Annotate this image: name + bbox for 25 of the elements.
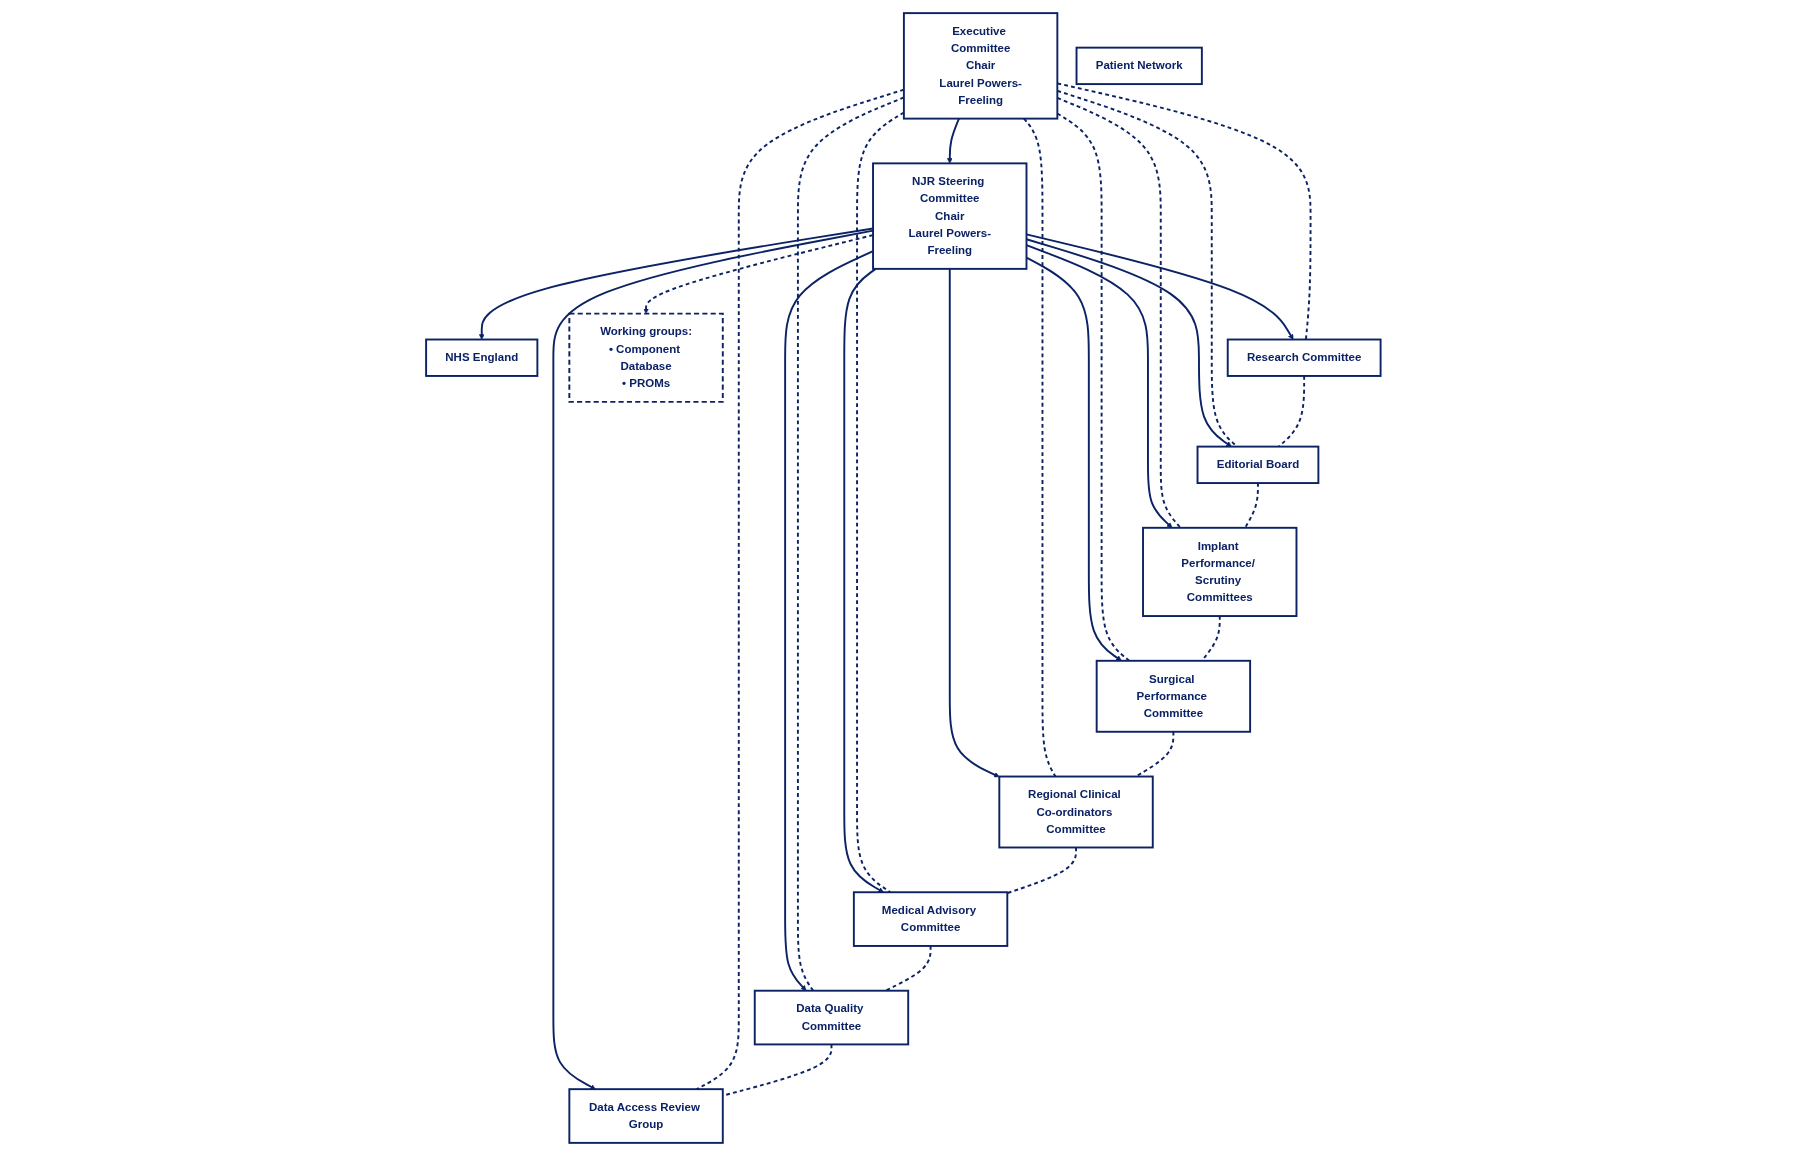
node-box: Implant Performance/ Scrutiny Committees — [1141, 526, 1298, 617]
node-box: Research Committee — [1226, 338, 1382, 377]
node-box: NJR Steering Committee Chair Laurel Powers-Freeling — [871, 162, 1028, 270]
node-box: NHS England — [424, 338, 538, 377]
connector — [884, 945, 932, 992]
node-box: Surgical Performance Committee — [1095, 659, 1251, 733]
node-box: Regional Clinical Co-ordinators Committee — [998, 775, 1154, 849]
arrow — [948, 267, 1000, 778]
connector — [1056, 89, 1238, 448]
node-box: Patient Network — [1075, 46, 1203, 86]
node-box: Working groups: • Component Database • PROMs — [568, 312, 724, 403]
arrow — [946, 117, 960, 164]
node-box: Data Quality Committee — [753, 989, 909, 1046]
connector — [1056, 96, 1182, 529]
node-box: Executive Committee Chair Laurel Powers-Freeling — [902, 12, 1058, 120]
connector — [1243, 482, 1259, 529]
connector — [1134, 730, 1174, 778]
connector — [1022, 117, 1057, 778]
node-box: Data Access Review Group — [568, 1088, 724, 1144]
arrow — [842, 267, 884, 893]
connector — [1006, 846, 1077, 895]
connector — [1056, 82, 1312, 341]
node-box: Medical Advisory Committee — [852, 891, 1008, 947]
connector — [1056, 112, 1130, 662]
node-box: Editorial Board — [1196, 445, 1319, 484]
